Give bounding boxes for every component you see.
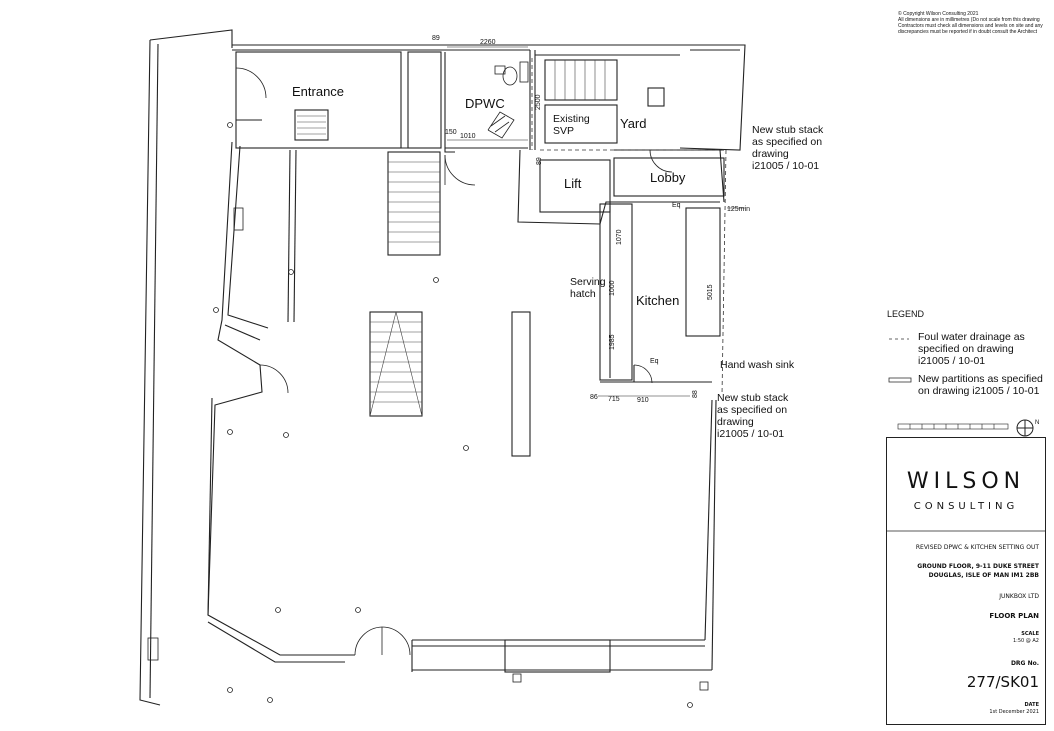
- room-label-dpwc: DPWC: [465, 96, 505, 111]
- dim-89-top: 89: [432, 35, 440, 42]
- svg-text:New stub stack: New stub stack: [752, 124, 824, 136]
- stub-stack-note-bottom: New stub stack as specified on drawing i…: [717, 392, 789, 440]
- room-label-lobby: Lobby: [650, 170, 686, 185]
- outer-walls: [139, 29, 746, 706]
- foul-drainage: [531, 58, 727, 396]
- scale-value: 1:50 @ A2: [1013, 638, 1039, 644]
- door-swings: [235, 67, 673, 656]
- svg-text:drawing: drawing: [717, 416, 754, 428]
- copyright-notes: © Copyright Wilson Consulting 2021 All d…: [898, 10, 1043, 35]
- dim-1985: 1985: [609, 334, 616, 350]
- room-label-entrance: Entrance: [292, 84, 344, 99]
- client-name: JUNKBOX LTD: [998, 593, 1039, 600]
- address-line-2: DOUGLAS, ISLE OF MAN IM1 2BB: [929, 572, 1040, 579]
- eq-label-top: Eq: [672, 202, 681, 209]
- north-label: N: [1035, 420, 1039, 426]
- eq-label-bottom: Eq: [650, 358, 659, 365]
- svg-text:New partitions as specified: New partitions as specified: [918, 373, 1043, 385]
- scale-label: SCALE: [1021, 631, 1039, 637]
- date-label: DATE: [1025, 702, 1040, 708]
- room-label-kitchen: Kitchen: [636, 293, 679, 308]
- dim-1070: 1070: [616, 229, 623, 245]
- dim-2500: 2500: [535, 94, 542, 110]
- svg-text:Foul water drainage as: Foul water drainage as: [918, 331, 1025, 343]
- svg-text:on drawing i21005 / 10-01: on drawing i21005 / 10-01: [918, 385, 1040, 397]
- drg-number: 277/SK01: [967, 673, 1039, 691]
- scale-bar: [897, 423, 1009, 430]
- existing-svp-line-2: SVP: [553, 125, 574, 137]
- legend: LEGEND Foul water drainage as specified …: [887, 309, 1043, 397]
- svg-text:i21005 / 10-01: i21005 / 10-01: [918, 355, 985, 367]
- svg-text:specified on drawing: specified on drawing: [918, 343, 1014, 355]
- columns: [147, 122, 709, 708]
- dim-1010: 1010: [460, 133, 476, 140]
- legend-title: LEGEND: [887, 309, 925, 319]
- stair-treads: [297, 60, 606, 417]
- dim-1000: 1000: [609, 280, 616, 296]
- stub-stack-note-top: New stub stack as specified on drawing i…: [752, 124, 824, 172]
- room-label-yard: Yard: [620, 116, 647, 131]
- date-value: 1st December 2021: [989, 709, 1039, 715]
- dim-125min: 125min: [727, 206, 750, 213]
- dimension-lines: [447, 46, 745, 397]
- dim-715: 715: [608, 396, 620, 403]
- title-block: WILSON CONSULTING REVISED DPWC & KITCHEN…: [886, 437, 1046, 725]
- svg-text:i21005 / 10-01: i21005 / 10-01: [752, 160, 819, 172]
- serving-hatch-line-1: Serving: [570, 276, 606, 288]
- svg-text:i21005 / 10-01: i21005 / 10-01: [717, 428, 784, 440]
- wc-fixtures: [487, 61, 529, 139]
- hand-wash-sink-label: Hand wash sink: [720, 359, 795, 371]
- svg-text:discrepancies must be reported: discrepancies must be reported if in dou…: [898, 29, 1038, 35]
- serving-hatch-line-2: hatch: [570, 288, 596, 300]
- brand-name: WILSON: [907, 469, 1025, 494]
- dim-2260: 2260: [480, 39, 496, 46]
- drg-label: DRG No.: [1011, 660, 1039, 667]
- dim-86: 86: [590, 394, 598, 401]
- existing-svp-line-1: Existing: [553, 113, 590, 125]
- dim-88: 88: [692, 390, 699, 398]
- dim-5015: 5015: [707, 284, 714, 300]
- sheet-title: FLOOR PLAN: [989, 612, 1039, 620]
- north-arrow-icon: N: [1016, 419, 1039, 437]
- svg-text:© Copyright Wilson Consulting: © Copyright Wilson Consulting 2021: [898, 10, 979, 17]
- svg-text:drawing: drawing: [752, 148, 789, 160]
- svg-text:New stub stack: New stub stack: [717, 392, 789, 404]
- dim-910: 910: [637, 397, 649, 404]
- svg-text:Contractors must check all dim: Contractors must check all dimensions an…: [898, 23, 1043, 29]
- address-line-1: GROUND FLOOR, 9-11 DUKE STREET: [917, 563, 1040, 570]
- dim-89-side: 89: [536, 157, 543, 165]
- revision-title: REVISED DPWC & KITCHEN SETTING OUT: [916, 544, 1039, 551]
- room-label-lift: Lift: [564, 176, 582, 191]
- svg-text:as specified on: as specified on: [752, 136, 822, 148]
- brand-sub: CONSULTING: [914, 501, 1018, 512]
- dim-150: 150: [445, 129, 457, 136]
- svg-text:All dimensions are in millimet: All dimensions are in millimetres (Do no…: [898, 17, 1040, 23]
- svg-text:as specified on: as specified on: [717, 404, 787, 416]
